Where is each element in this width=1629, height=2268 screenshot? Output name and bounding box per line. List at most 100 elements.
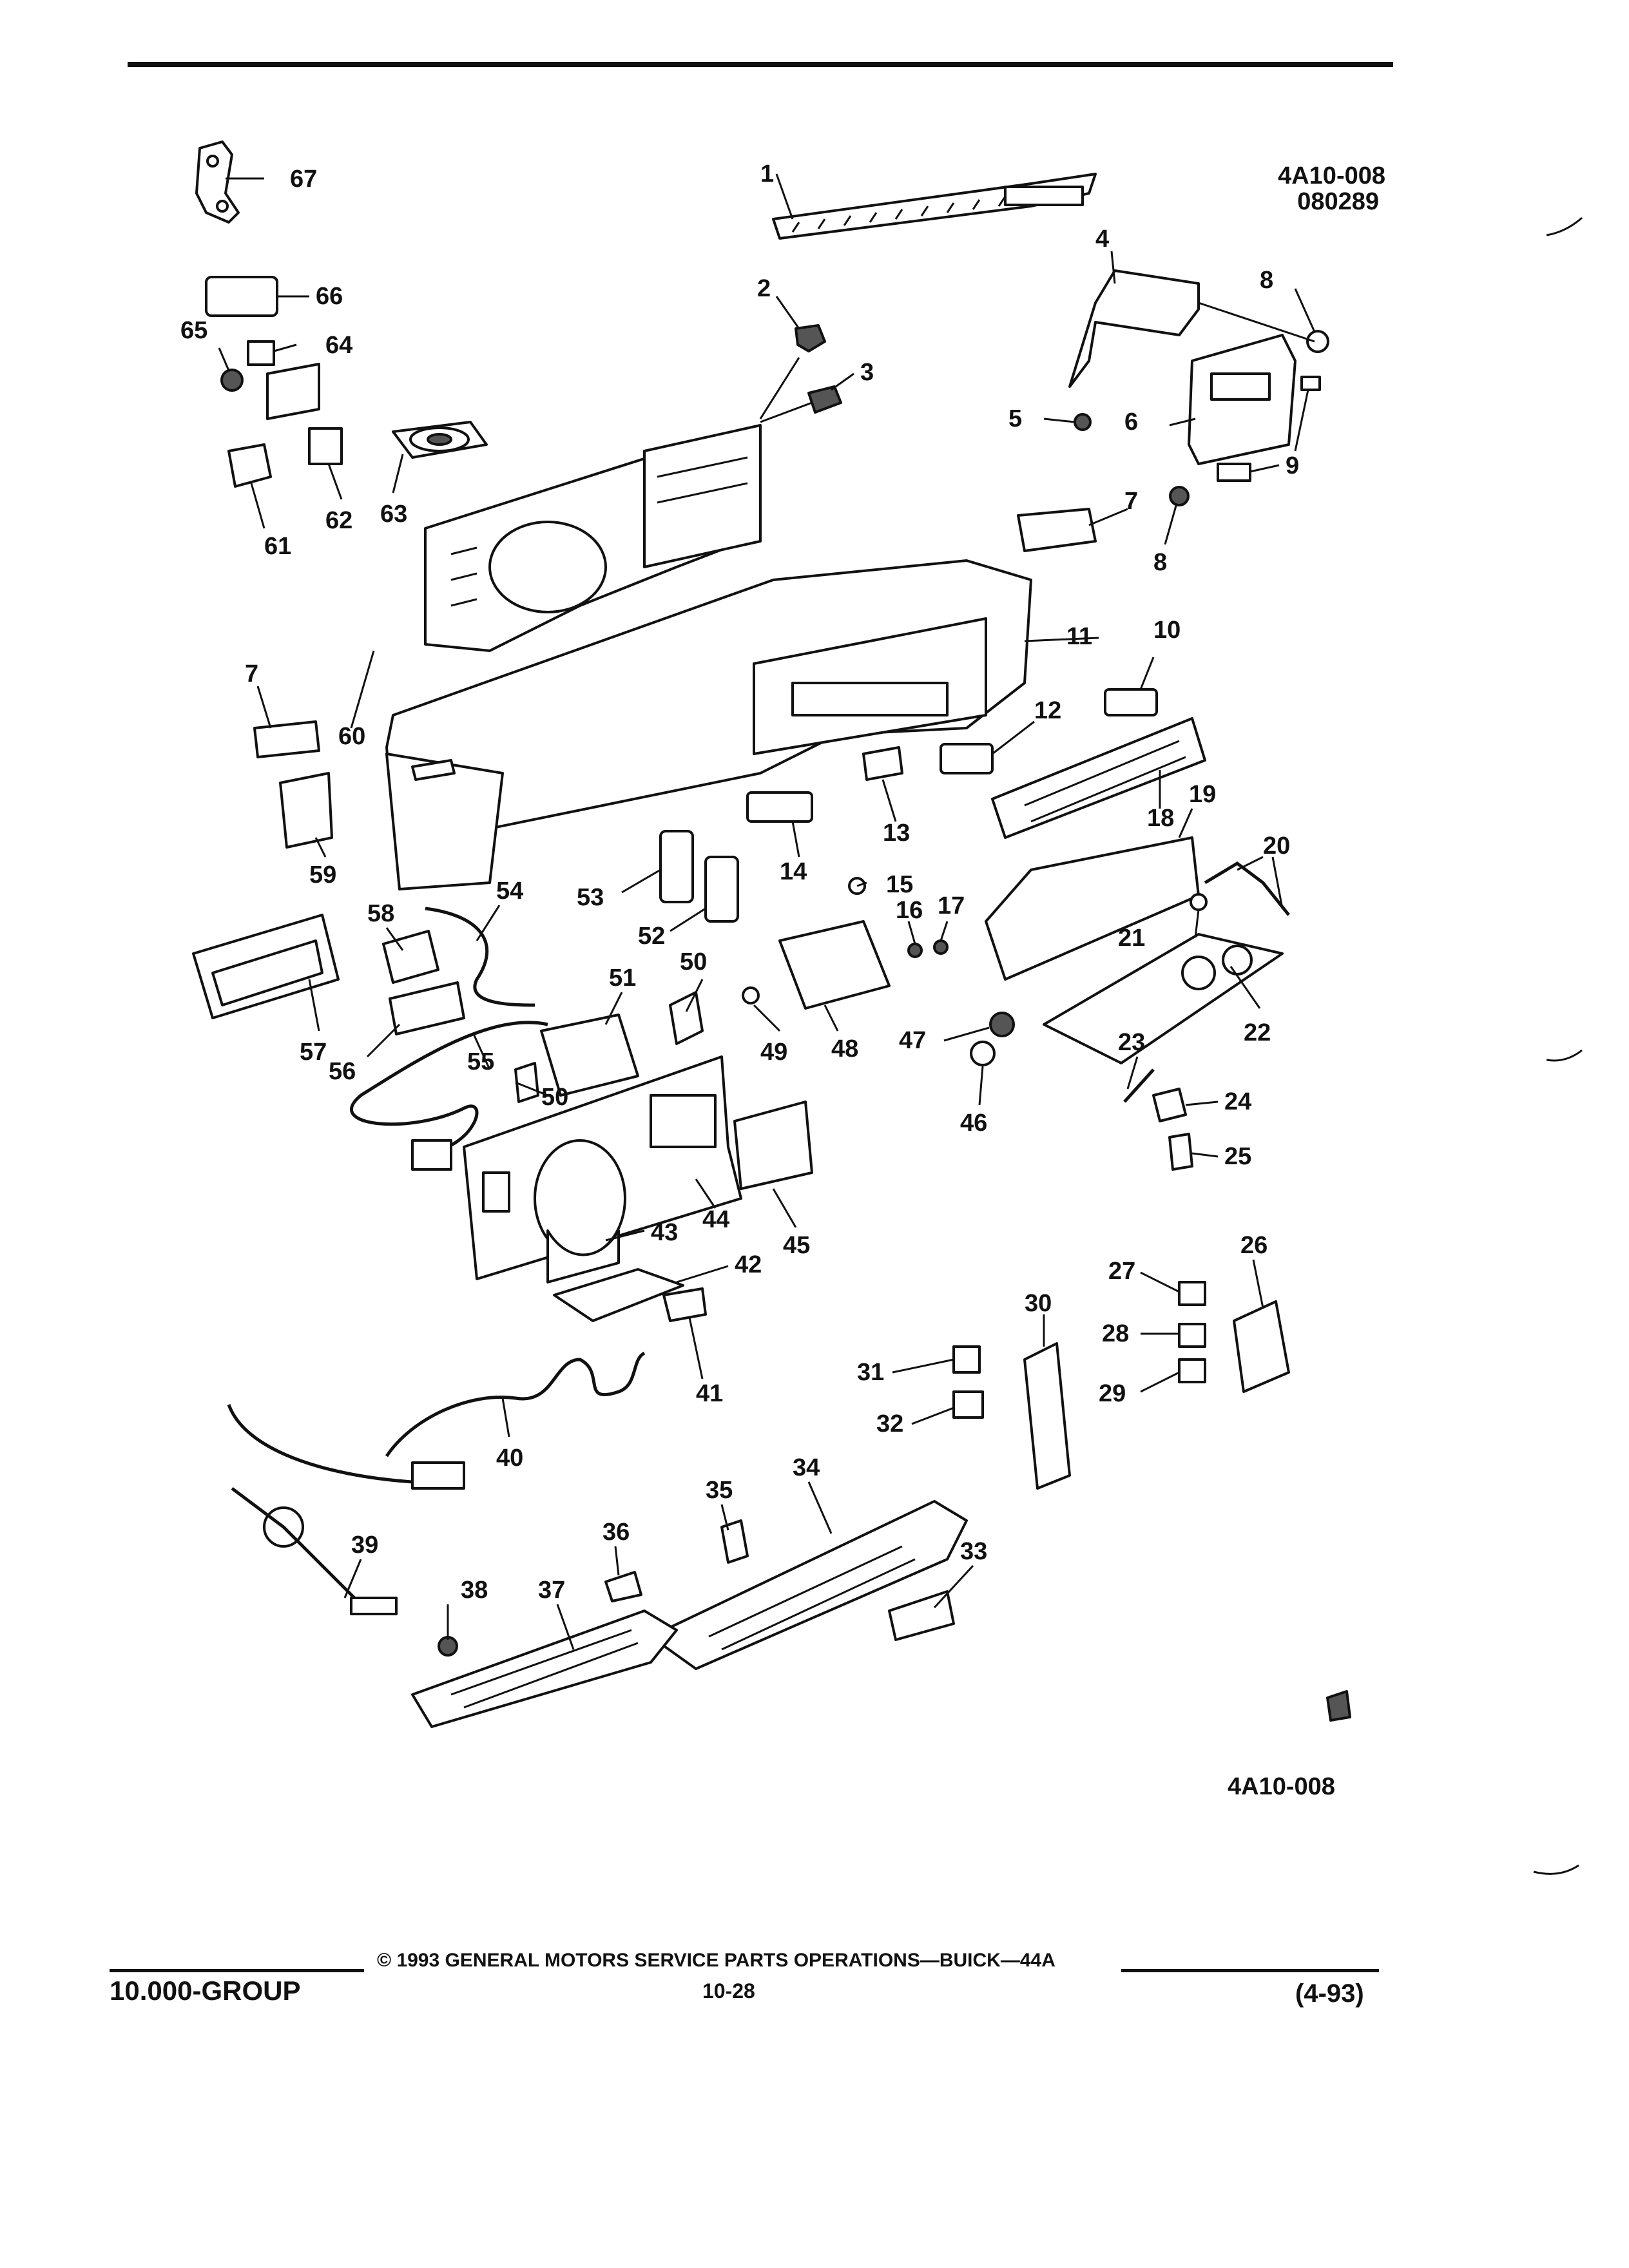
footer-rule-left [110,1969,364,1972]
callout-5: 5 [1008,405,1022,432]
callout-63: 63 [380,501,407,528]
callout-30: 30 [1025,1290,1052,1317]
part-7-vent-right [1017,508,1097,552]
footer-rule-right [1121,1969,1379,1972]
callout-9: 9 [1286,452,1299,479]
callout-29: 29 [1099,1380,1126,1407]
callout-59: 59 [309,861,336,889]
part-64-cover [266,363,320,420]
callout-49: 49 [760,1039,787,1066]
part-19-glove-box [985,836,1200,981]
part-9-clip-lower [1217,463,1251,482]
part-62-clip [308,427,343,465]
part-39-cable [231,1487,398,1615]
callout-8: 8 [1260,267,1273,294]
callout-26: 26 [1240,1232,1268,1259]
part-4-bracket [1068,269,1200,388]
part-26-switch-housing [1233,1300,1290,1393]
callout-50-upper: 50 [680,948,707,975]
part-37-lower-panel [411,1610,678,1728]
callout-65: 65 [180,317,207,344]
part-35-bracket [720,1519,749,1564]
callout-6: 6 [1124,408,1138,436]
part-56-switch [389,981,465,1035]
part-12-switch [940,743,994,774]
callout-7-right: 7 [1124,488,1138,515]
part-43-bracket [546,1229,620,1283]
callout-1: 1 [760,160,774,187]
part-59-bracket [279,772,333,849]
leader-lines [218,173,1316,1650]
part-11-dash-pad [385,559,1032,890]
part-23-screw [1123,1068,1155,1103]
part-38-nut [438,1636,458,1657]
part-27-bulb [1178,1281,1206,1306]
part-29-socket [1178,1358,1206,1383]
part-30-bracket [1023,1342,1071,1490]
part-44-trim-plate [463,1055,742,1280]
callout-31: 31 [857,1359,884,1386]
part-14-control [746,791,813,823]
callout-21: 21 [1118,925,1145,952]
footer-copyright: © 1993 GENERAL MOTORS SERVICE PARTS OPER… [377,1950,1055,1971]
ref-code: 4A10-008 [1278,162,1385,189]
part-67-bracket [195,140,240,224]
callout-35: 35 [706,1477,733,1504]
part-24-latch [1152,1088,1187,1122]
callout-64: 64 [325,332,352,359]
part-21-fastener [1190,893,1208,911]
callout-16: 16 [896,897,923,924]
part-60-panel-carrier [424,424,762,652]
callout-50-lower: 50 [541,1084,568,1111]
margin-mark-1 [1546,216,1583,236]
part-61-switch [227,443,272,488]
part-7-vent-left [253,720,320,758]
callout-33: 33 [960,1538,987,1565]
part-31-switch [952,1345,981,1374]
part-32-switch [952,1390,984,1419]
part-66-module [205,276,278,317]
callout-57: 57 [300,1039,327,1066]
callout-20: 20 [1263,832,1290,860]
callout-56: 56 [329,1058,356,1085]
callout-14: 14 [780,858,807,885]
part-55-harness [350,1021,548,1155]
catalog-mark-icon [1326,1690,1351,1722]
callout-23: 23 [1118,1029,1145,1056]
callout-46: 46 [960,1110,987,1137]
part-34-lower-panel [650,1500,968,1670]
part-63-speaker [392,421,488,459]
part-5-nut [1074,413,1092,431]
callout-53: 53 [577,884,604,911]
callout-15: 15 [886,871,913,898]
callout-24: 24 [1224,1088,1251,1115]
callout-17: 17 [938,892,965,919]
footer-revision: (4-93) [1295,1979,1364,2008]
callout-43: 43 [651,1219,678,1246]
callout-8-lower: 8 [1153,549,1167,576]
part-16-screw [907,943,923,958]
part-18-trim-bezel [991,717,1206,839]
part-57-instrument-cluster [192,914,340,1019]
callout-10: 10 [1153,617,1181,644]
callout-25: 25 [1224,1143,1251,1170]
part-8-nut-lower [1169,486,1190,506]
callout-7-left: 7 [245,660,258,687]
part-40-connector [411,1461,465,1490]
part-41-clip [662,1287,707,1322]
callout-36: 36 [602,1519,630,1546]
callout-55: 55 [467,1048,494,1075]
part-20-rods [1204,861,1290,916]
callout-34: 34 [793,1454,820,1481]
callout-18: 18 [1147,805,1174,832]
footer-page-number: 10-28 [702,1979,755,2003]
callout-12: 12 [1034,697,1061,724]
callout-32: 32 [876,1410,903,1437]
callout-51: 51 [609,965,636,992]
callout-54: 54 [496,878,523,905]
callout-44: 44 [702,1206,729,1233]
part-64-clip [247,340,275,366]
part-10-switch [1104,688,1158,716]
callout-67: 67 [290,166,317,193]
